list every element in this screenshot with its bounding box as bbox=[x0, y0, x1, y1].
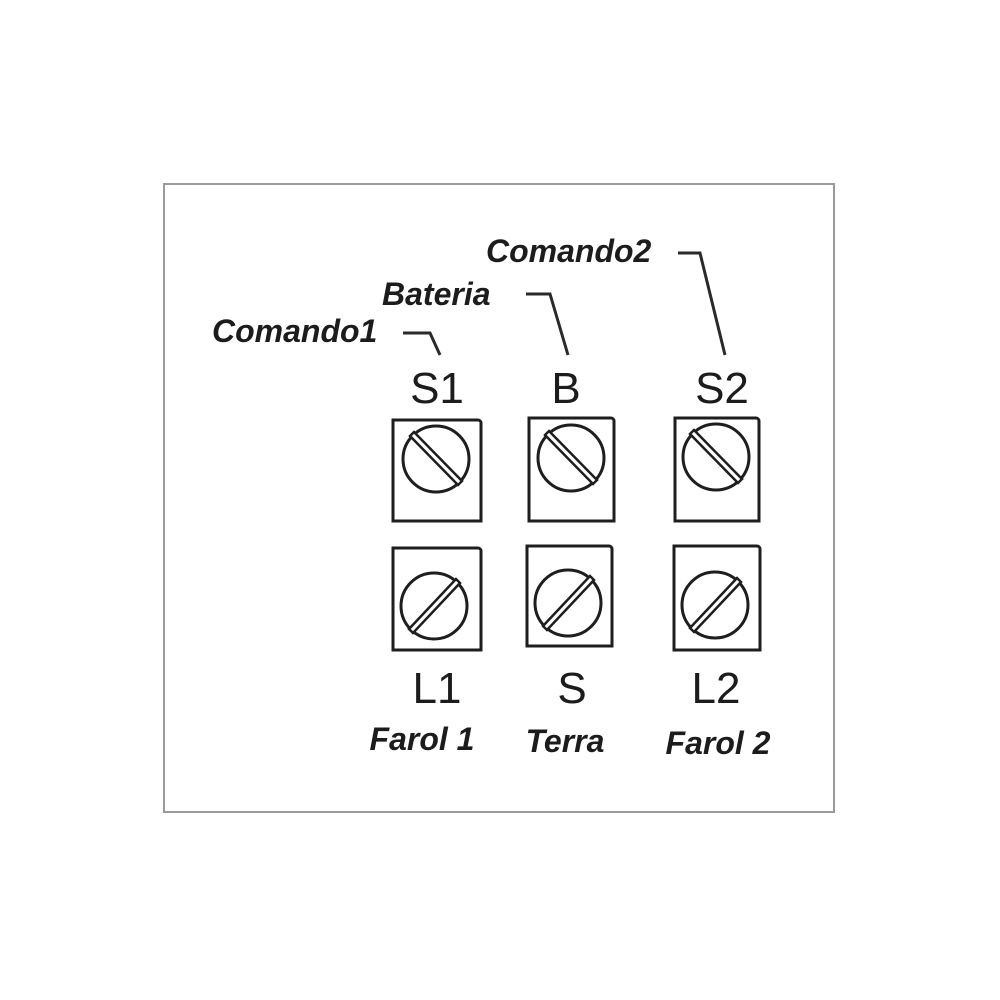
terminal-code-s: S bbox=[557, 664, 586, 713]
label-comando1: Comando1 bbox=[212, 313, 377, 349]
label-comando2: Comando2 bbox=[486, 233, 652, 269]
label-bateria: Bateria bbox=[382, 276, 491, 312]
label-terra: Terra bbox=[526, 723, 605, 759]
terminal-code-l2: L2 bbox=[692, 664, 741, 713]
label-farol-2: Farol 2 bbox=[666, 725, 771, 761]
terminal-code-b: B bbox=[551, 364, 580, 413]
terminal-block-s bbox=[525, 544, 614, 648]
terminal-code-s2: S2 bbox=[695, 364, 749, 413]
terminal-block-l1 bbox=[391, 546, 483, 652]
leader-line-comando1 bbox=[403, 331, 442, 356]
terminal-block-s1 bbox=[391, 418, 483, 523]
label-farol-1: Farol 1 bbox=[370, 721, 475, 757]
terminal-block-l2 bbox=[672, 544, 762, 652]
leader-line-bateria bbox=[526, 292, 570, 356]
terminal-code-s1: S1 bbox=[410, 364, 464, 413]
terminal-block-s2 bbox=[673, 416, 761, 523]
terminal-code-l1: L1 bbox=[413, 664, 462, 713]
leader-line-comando2 bbox=[678, 251, 727, 356]
terminal-block-b bbox=[527, 416, 616, 523]
